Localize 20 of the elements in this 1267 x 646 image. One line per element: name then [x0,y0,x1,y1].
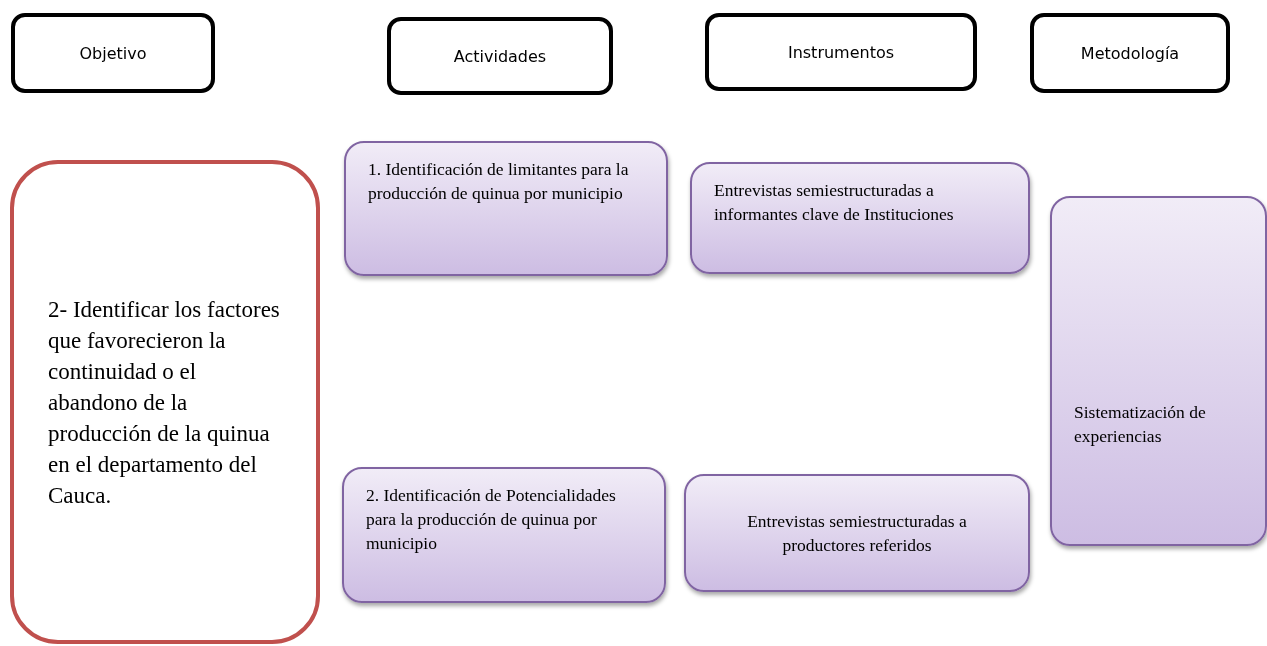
box-text: 2. Identificación de Potencialidades para la producción de quinua por municipio [366,484,617,555]
box-text: 2- Identificar los factores que favorecieron la continuidad o el abandono de la producción de la quinua en el departamento del Cauca. [48,295,281,510]
header-box [11,13,215,93]
header-box [387,17,613,95]
box-text: Entrevistas semiestructuradas a informantes clave de Instituciones [714,179,955,226]
header-box [705,13,977,91]
box-text: Entrevistas semiestructuradas a productores referidos [746,510,968,557]
process-box [690,162,1030,274]
process-box [684,474,1030,592]
header-box [1030,13,1230,93]
box-text: 1. Identificación de limitantes para la producción de quinua por municipio [368,158,630,205]
box-text: Instrumentos [787,42,895,62]
process-box [342,467,666,603]
box-text: Objetivo [79,43,147,63]
process-box [344,141,668,276]
objective-box [10,160,320,644]
box-text: Metodología [1080,43,1180,63]
box-text: Sistematización de experiencias [1074,401,1207,448]
box-text: Actividades [453,46,547,66]
process-box [1050,196,1267,546]
